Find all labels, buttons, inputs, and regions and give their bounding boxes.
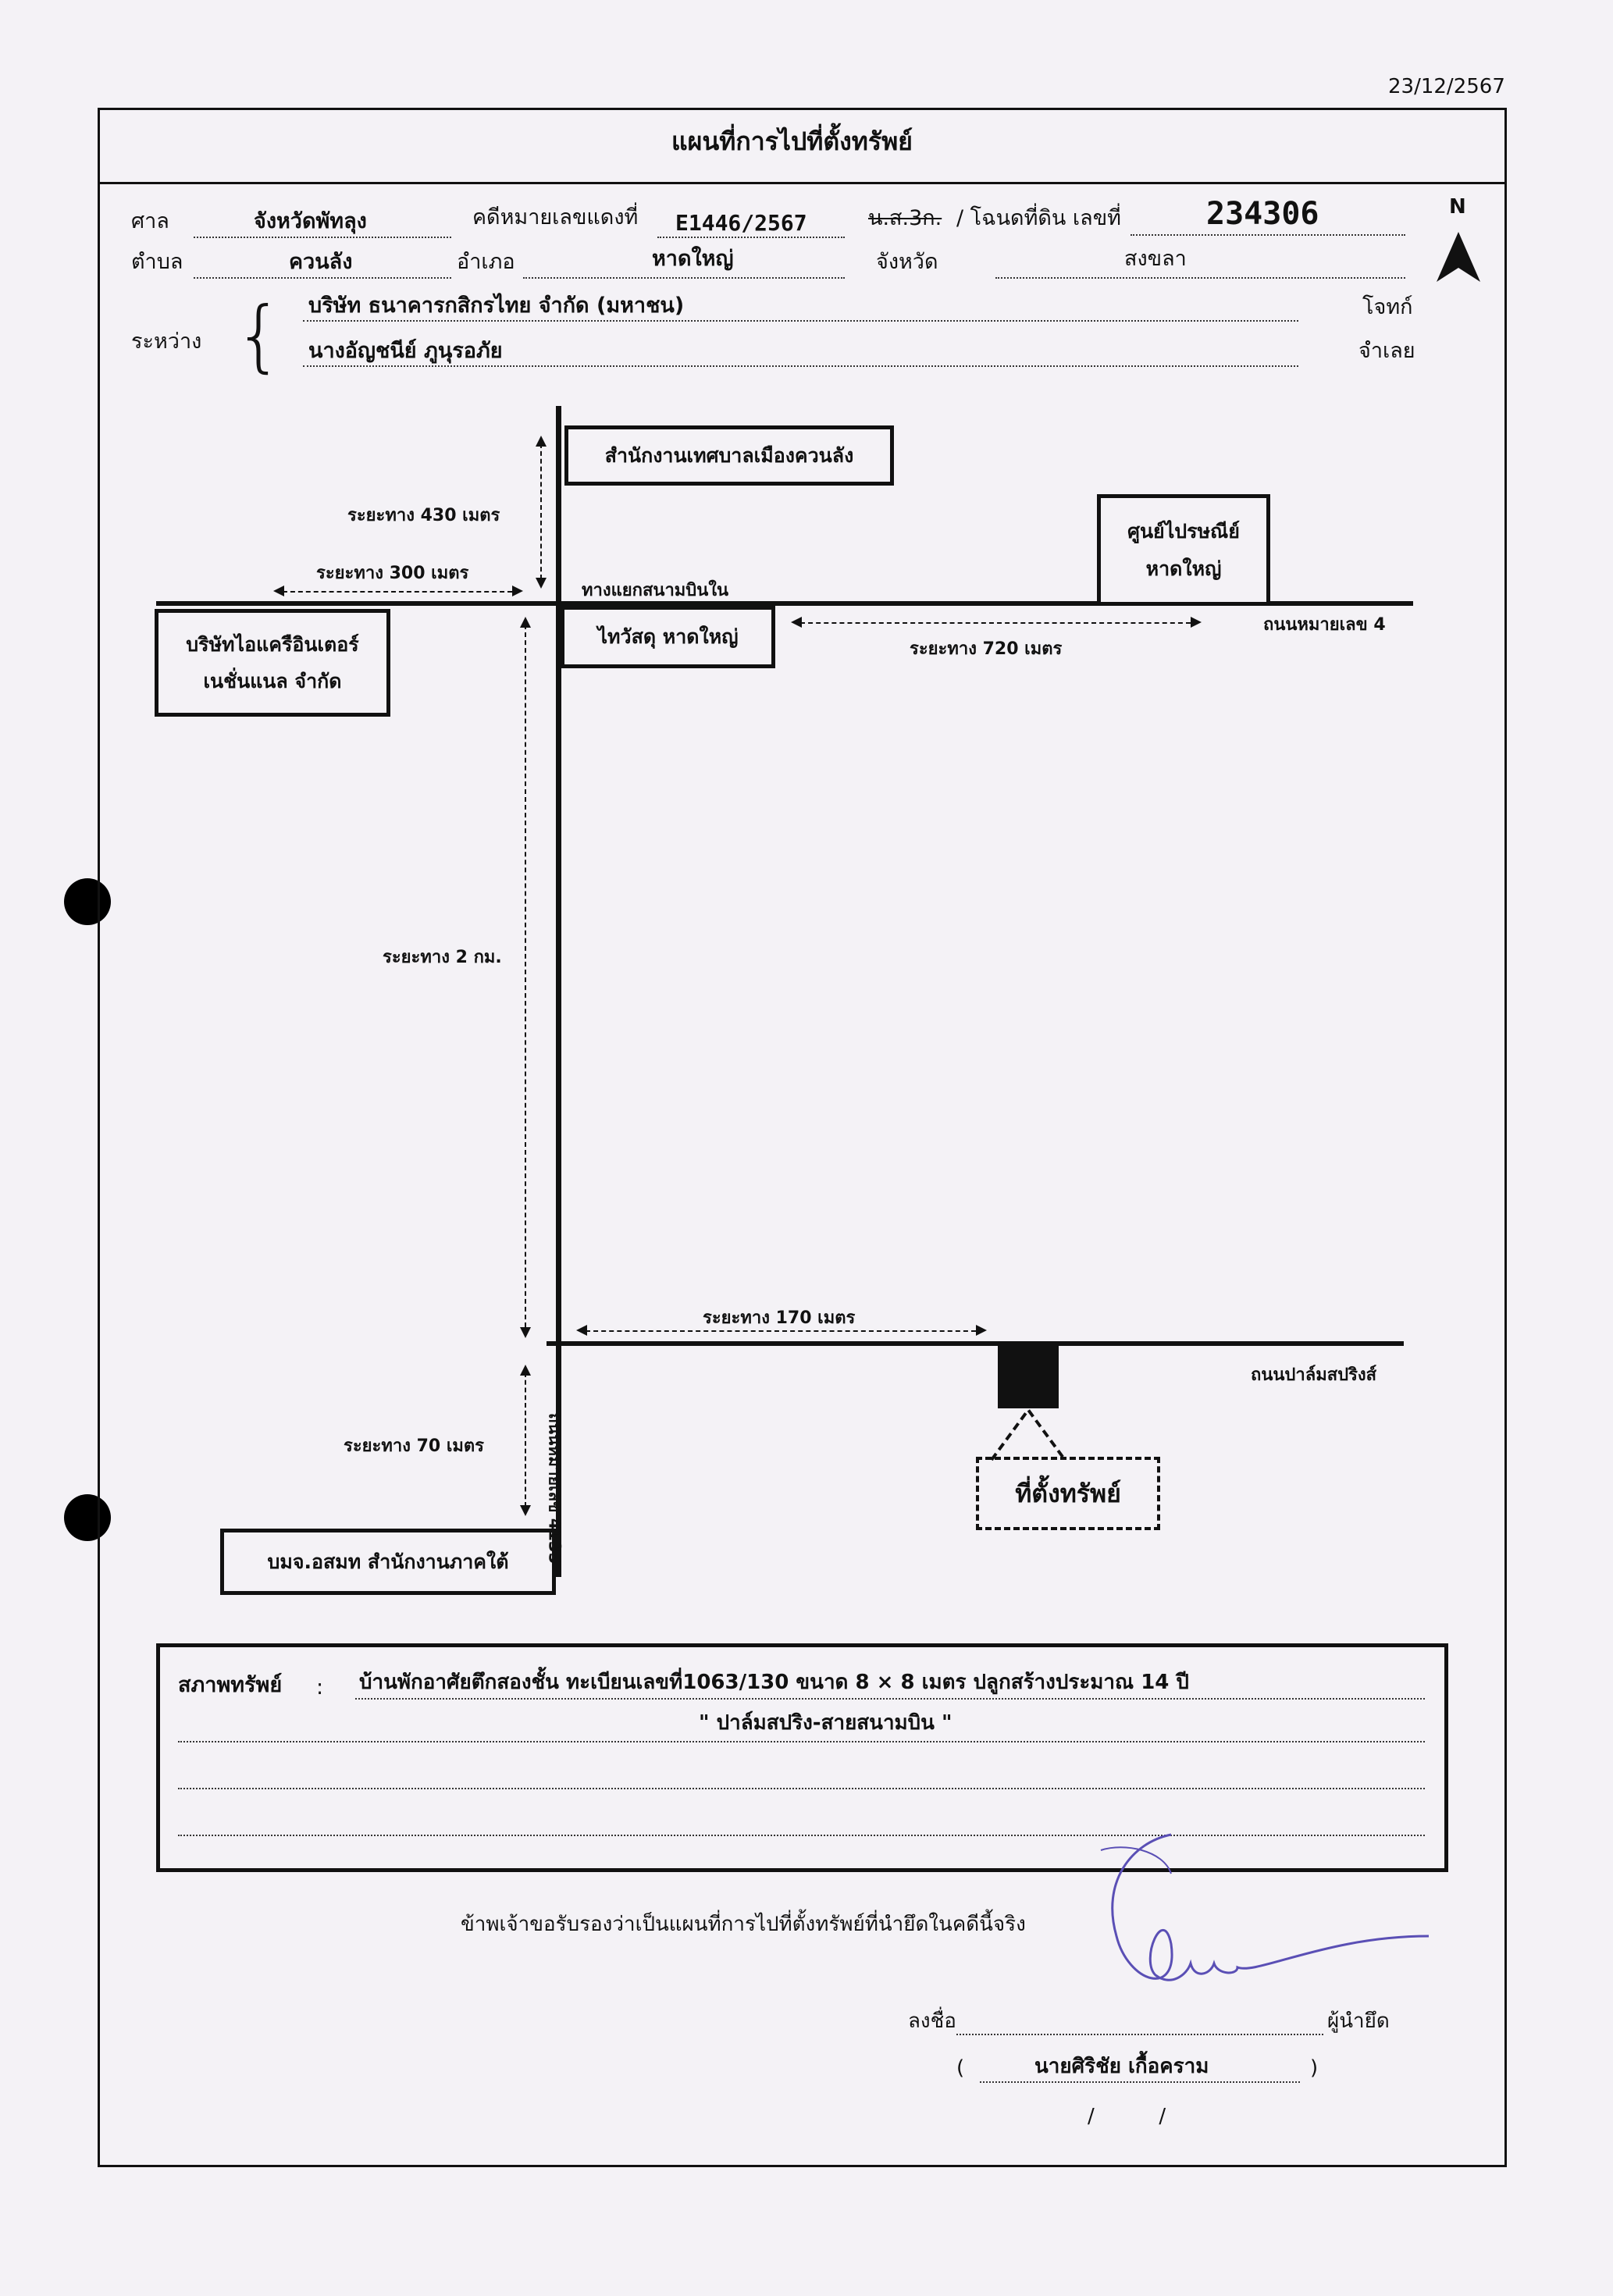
- deed-label: / โฉนดที่ดิน เลขที่: [956, 206, 1121, 230]
- sign-label: ลงชื่อ: [908, 2009, 956, 2033]
- signature-image: [1100, 1833, 1430, 1981]
- property-box: ที่ตั้งทรัพย์: [976, 1457, 1160, 1530]
- defendant-value: นางอัญชนีย์ ภูนุรอภัย: [308, 339, 503, 363]
- arrow-right-icon: [512, 586, 523, 596]
- dimension-430-line: [540, 443, 542, 579]
- dist-2km-label: ระยะทาง 2 กม.: [383, 948, 502, 967]
- dimension-720-line: [800, 622, 1191, 624]
- condition-underline-4: [178, 1835, 1425, 1836]
- dist-720-label: ระยะทาง 720 เมตร: [910, 639, 1063, 659]
- arrow-right-icon: [1191, 617, 1202, 628]
- amphoe-underline: [523, 277, 845, 279]
- plaintiff-underline: [303, 320, 1298, 322]
- province-label: จังหวัด: [876, 250, 938, 274]
- between-label: ระหว่าง: [131, 329, 202, 354]
- case-label: คดีหมายเลขแดงที่: [472, 205, 639, 230]
- road-highway-4: [156, 601, 1413, 606]
- dimension-170-line: [586, 1330, 976, 1332]
- court-underline: [194, 237, 451, 238]
- arrow-right-icon: [976, 1325, 987, 1336]
- condition-colon: :: [316, 1675, 324, 1700]
- condition-underline-1: [355, 1698, 1425, 1700]
- condition-line2: " ปาล์มสปริง-สายสนามบิน ": [699, 1711, 952, 1735]
- arrow-down-icon: [520, 1505, 531, 1516]
- tambon-value: ควนลัง: [289, 250, 353, 274]
- certify-text: ข้าพเจ้าขอรับรองว่าเป็นแผนที่การไปที่ตั้…: [461, 1913, 1026, 1936]
- punch-hole: [64, 878, 111, 925]
- road-palm-label: ถนนปาล์มสปริงส์: [1251, 1365, 1377, 1385]
- arrow-up-icon: [520, 1365, 531, 1376]
- municipal-office-box: สำนักงานเทศบาลเมืองควนลัง: [564, 425, 894, 486]
- arrow-left-icon: [576, 1325, 587, 1336]
- condition-label: สภาพทรัพย์: [178, 1673, 283, 1697]
- dist-430-label: ระยะทาง 430 เมตร: [347, 506, 500, 525]
- tambon-underline: [194, 277, 451, 279]
- amphoe-value: หาดใหญ่: [652, 247, 734, 271]
- page-title: แผนที่การไปที่ตั้งทรัพย์: [671, 126, 913, 156]
- dimension-300-line: [283, 591, 512, 593]
- plaintiff-value: บริษัท ธนาคารกสิกรไทย จำกัด (มหาชน): [308, 294, 685, 318]
- junction-label: ทางแยกสนามบินใน: [582, 581, 729, 600]
- dimension-70-line: [525, 1372, 526, 1507]
- condition-box: [156, 1643, 1448, 1872]
- dist-70-label: ระยะทาง 70 เมตร: [344, 1436, 484, 1456]
- road-4-label: ถนนหมายเลข 4: [1263, 615, 1386, 635]
- dimension-2km-line: [525, 625, 526, 1327]
- arrow-down-icon: [536, 578, 547, 589]
- condition-line1: บ้านพักอาศัยตึกสองชั้น ทะเบียนเลขที่1063…: [359, 1671, 1189, 1694]
- signer-underline: [980, 2081, 1300, 2083]
- signer-open-paren: (: [956, 2056, 965, 2080]
- arrow-down-icon: [520, 1327, 531, 1338]
- deed-underline: [1131, 234, 1405, 236]
- court-label: ศาล: [131, 209, 169, 233]
- document-date: 23/12/2567: [1388, 75, 1505, 98]
- road-vertical-main: [556, 406, 561, 1577]
- north-label: N: [1449, 195, 1466, 219]
- road-palm-springs: [547, 1341, 1404, 1346]
- case-value: E1446/2567: [675, 210, 807, 236]
- dist-300-label: ระยะทาง 300 เมตร: [316, 564, 469, 583]
- signer-close-paren: ): [1310, 2056, 1319, 2080]
- thaiwatsadu-box: ไทวัสดุ หาดใหญ่: [561, 606, 775, 668]
- condition-underline-3: [178, 1788, 1425, 1789]
- tambon-label: ตำบล: [131, 250, 183, 274]
- title-divider: [98, 182, 1507, 184]
- signer-name: นายศิริชัย เกื้อคราม: [1034, 2055, 1209, 2078]
- case-underline: [657, 237, 845, 238]
- punch-hole: [64, 1494, 111, 1541]
- amphoe-label: อำเภอ: [457, 250, 515, 274]
- condition-underline-2: [178, 1741, 1425, 1742]
- arrow-left-icon: [273, 586, 284, 596]
- bmjo-box: บมจ.อสมท สำนักงานภาคใต้: [220, 1529, 556, 1595]
- post-office-box: ศูนย์ไปรษณีย์ หาดใหญ่: [1097, 494, 1270, 606]
- arrow-up-icon: [536, 436, 547, 447]
- province-underline: [995, 277, 1405, 279]
- property-marker: [998, 1344, 1059, 1408]
- seizer-label: ผู้นำยึด: [1327, 2009, 1390, 2033]
- plaintiff-label: โจทก์: [1362, 295, 1413, 319]
- deed-struck: น.ส.3ก.: [868, 206, 942, 230]
- north-arrow-icon: [1437, 232, 1480, 282]
- deed-value: 234306: [1206, 196, 1319, 232]
- property-pointer-icon: [990, 1407, 1066, 1461]
- court-value: จังหวัดพัทลุง: [254, 209, 367, 233]
- brace-icon: {: [234, 290, 284, 381]
- road-4135-label: ถนนหมายเลข 4135: [545, 1412, 564, 1564]
- province-value: สงขลา: [1124, 247, 1187, 271]
- arrow-left-icon: [791, 617, 802, 628]
- defendant-label: จำเลย: [1358, 339, 1415, 363]
- dist-170-label: ระยะทาง 170 เมตร: [703, 1308, 856, 1328]
- defendant-underline: [303, 365, 1298, 367]
- sign-underline: [956, 2034, 1323, 2035]
- arrow-up-icon: [520, 617, 531, 628]
- date-slashes: / /: [1088, 2105, 1166, 2128]
- form-frame: [98, 108, 1507, 2167]
- company-box: บริษัทไอแครือินเตอร์ เนชั่นแนล จำกัด: [155, 609, 390, 717]
